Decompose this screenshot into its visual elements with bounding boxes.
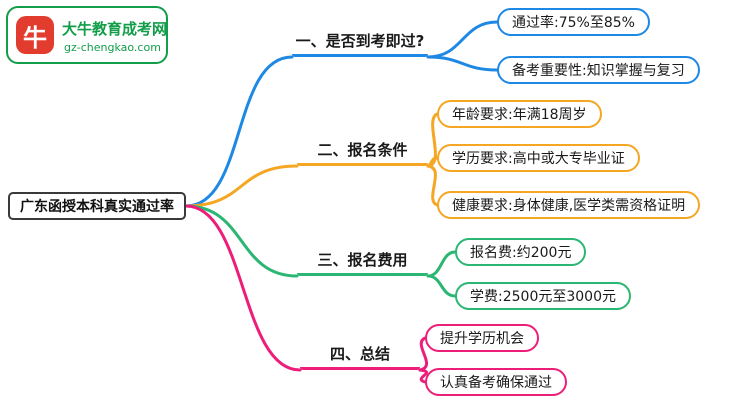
leaf-pass-rate: 通过率:75%至85% <box>497 8 650 36</box>
branch-label-4: 四、总结 <box>300 344 420 370</box>
site-logo: 牛 大牛教育成考网 gz-chengkao.com <box>6 6 168 64</box>
link-root-branch-3 <box>184 204 299 278</box>
leaf-health-requirement: 健康要求:身体健康,医学类需资格证明 <box>437 191 701 219</box>
leaf-upgrade-opportunity: 提升学历机会 <box>425 324 539 352</box>
leaf-education-requirement: 学历要求:高中或大专毕业证 <box>437 144 640 172</box>
link-branch3-leaf1 <box>426 250 457 278</box>
leaf-registration-fee: 报名费:约200元 <box>455 238 587 266</box>
link-branch1-leaf2 <box>426 55 499 72</box>
link-branch2-leaf1 <box>426 112 439 168</box>
leaf-prepare-to-pass: 认真备考确保通过 <box>425 368 567 396</box>
link-branch2-leaf3 <box>426 164 439 207</box>
branch-label-3: 三、报名费用 <box>297 250 428 276</box>
branch-label-1: 一、是否到考即过? <box>292 31 428 57</box>
link-branch1-leaf1 <box>426 20 499 59</box>
bull-logo-icon: 牛 <box>16 16 54 54</box>
logo-title: 大牛教育成考网 <box>62 20 168 38</box>
link-root-branch-1 <box>184 55 294 208</box>
leaf-tuition-fee: 学费:2500元至3000元 <box>455 282 631 310</box>
link-root-branch-4 <box>184 204 302 372</box>
leaf-prep-importance: 备考重要性:知识掌握与复习 <box>497 56 700 84</box>
logo-url: gz-chengkao.com <box>64 41 161 54</box>
link-branch3-leaf2 <box>426 274 457 298</box>
leaf-age-requirement: 年龄要求:年满18周岁 <box>437 100 602 128</box>
branch-label-2: 二、报名条件 <box>297 140 428 166</box>
link-branch4-leaf2 <box>418 368 429 384</box>
link-root-branch-2 <box>184 164 299 208</box>
link-branch4-leaf1 <box>418 336 428 372</box>
root-node: 广东函授本科真实通过率 <box>8 192 186 220</box>
